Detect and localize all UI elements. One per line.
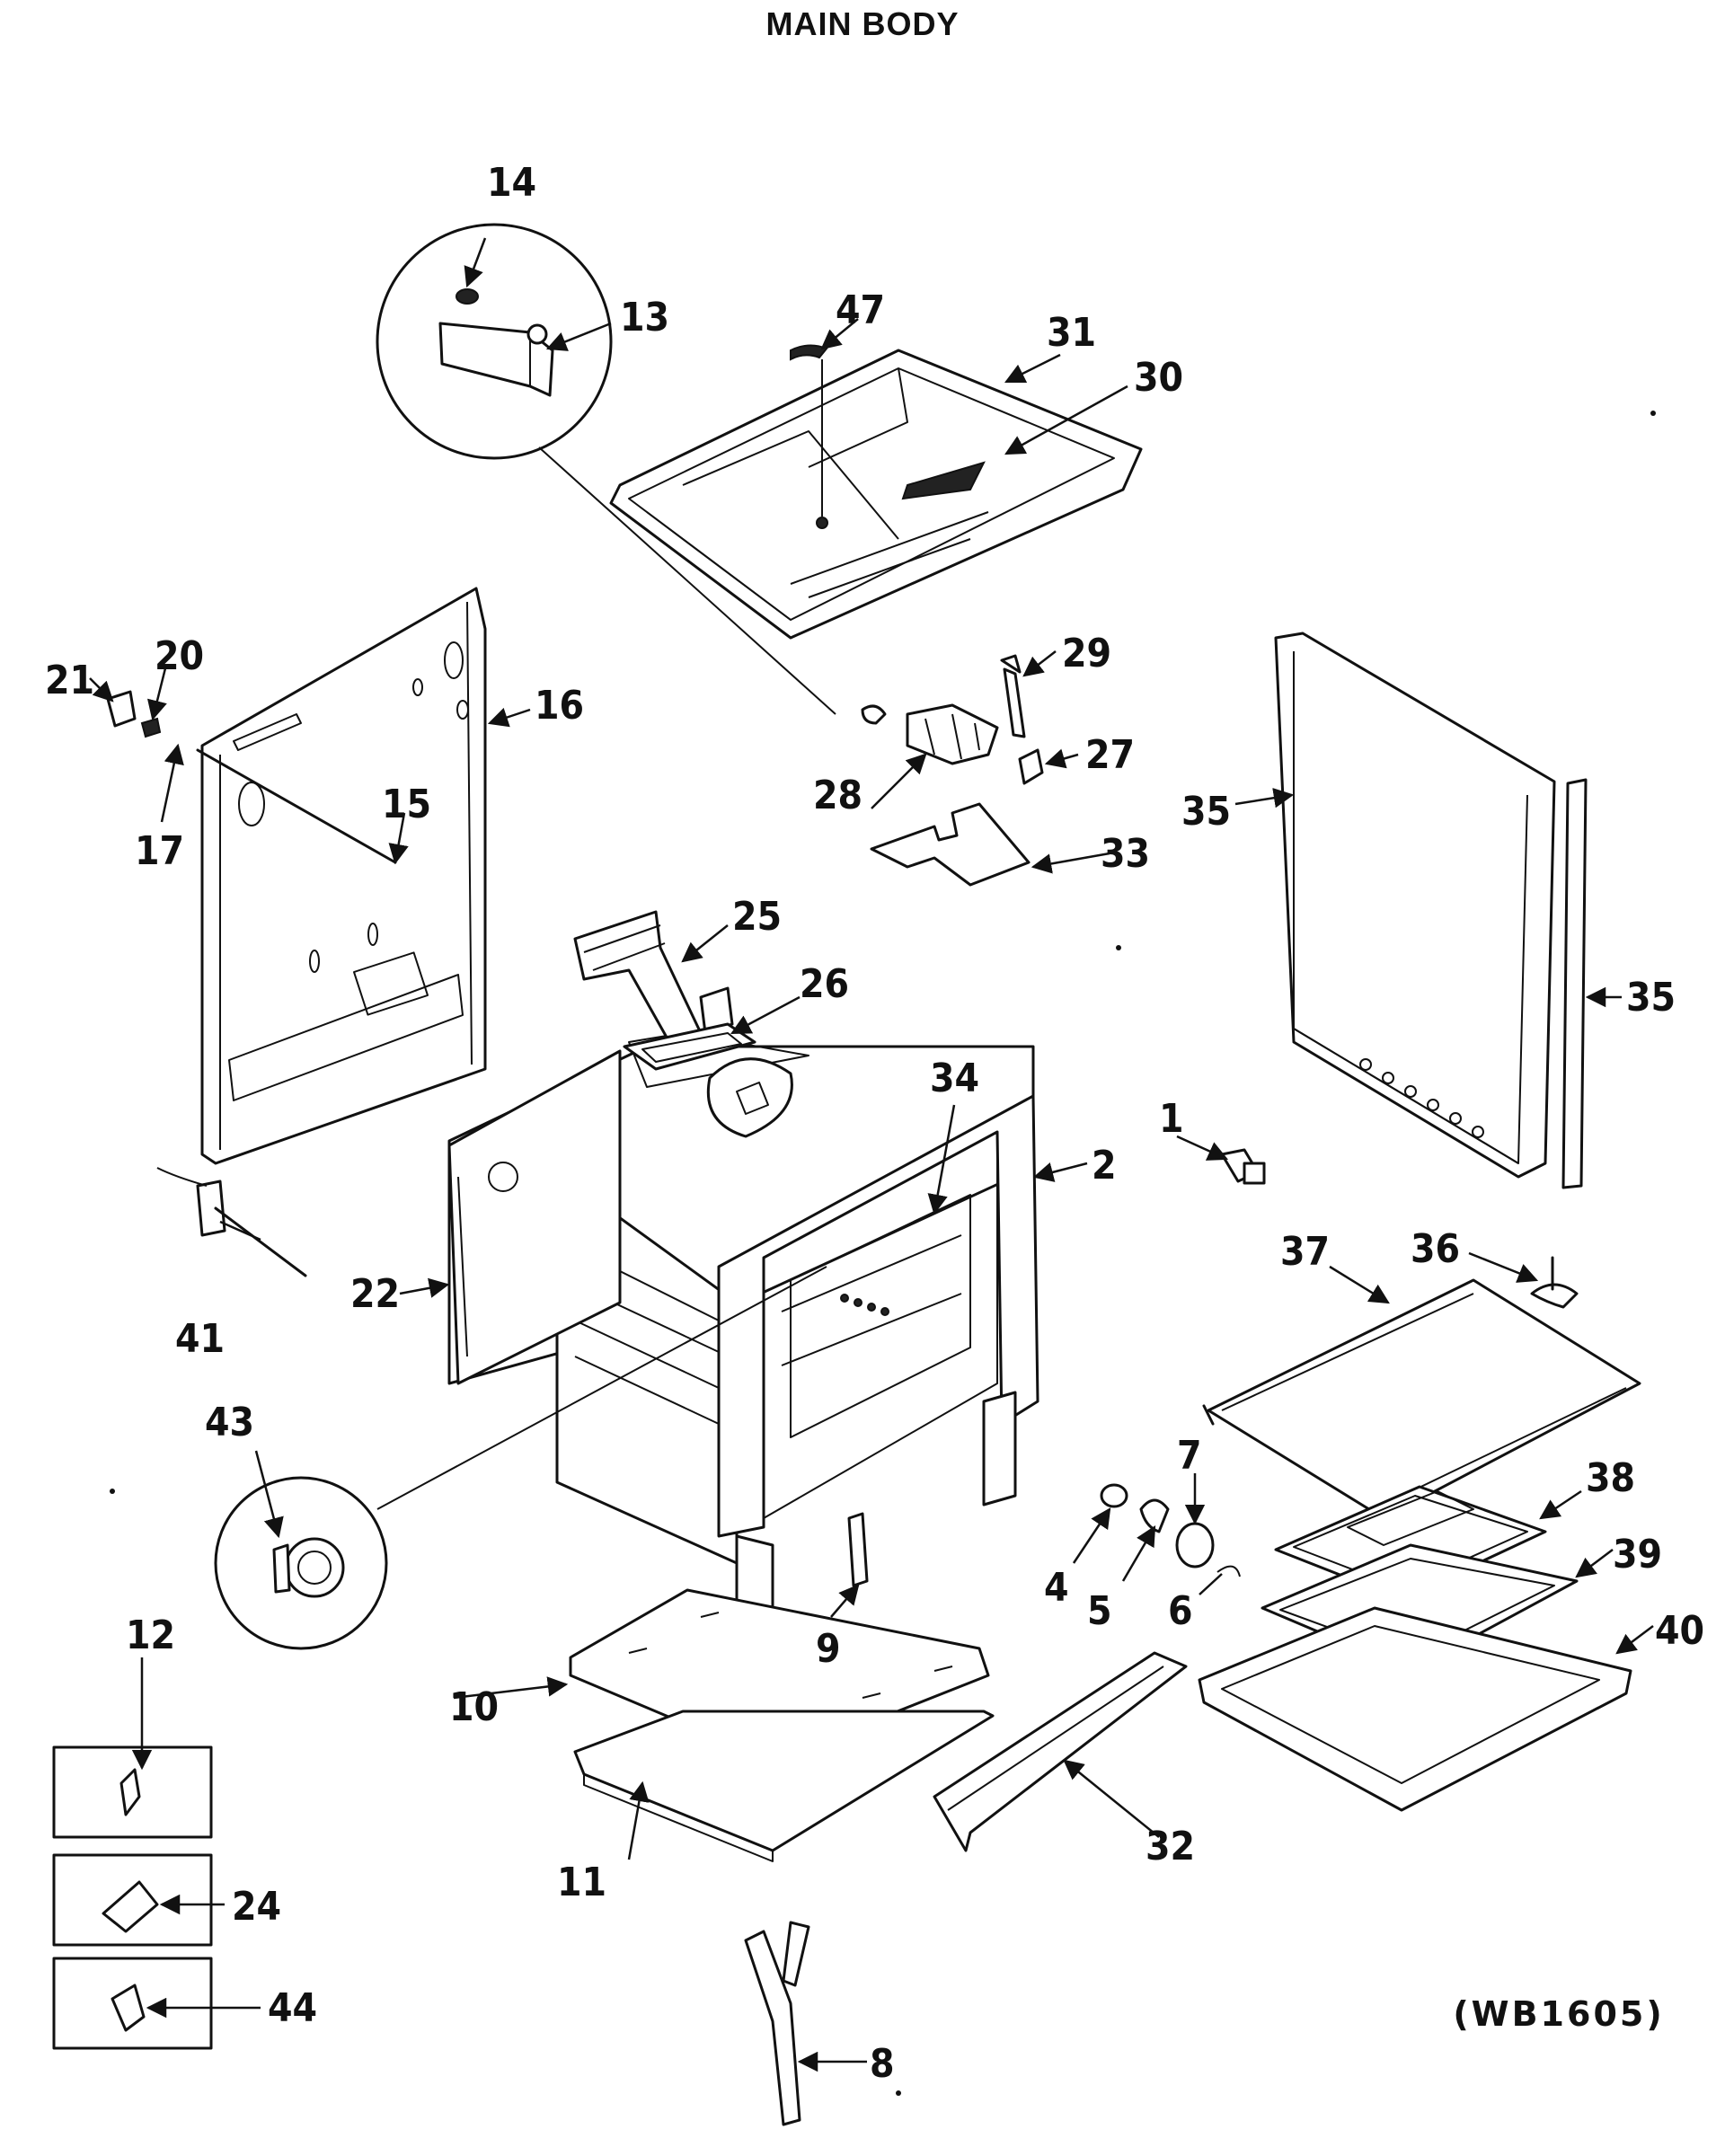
callout-24: 24 xyxy=(232,1884,281,1930)
part-24-panel xyxy=(52,1853,225,1947)
callout-31: 31 xyxy=(1047,310,1096,356)
callout-26: 26 xyxy=(800,961,849,1007)
callout-44: 44 xyxy=(268,1985,317,2031)
callout-35a: 35 xyxy=(1181,789,1231,835)
callout-47: 47 xyxy=(836,287,885,333)
part-21-bracket xyxy=(106,690,137,728)
part-36-leveler xyxy=(1468,1251,1579,1309)
part-5-bulb xyxy=(1139,1498,1170,1533)
part-32-rail xyxy=(933,1651,1188,1852)
part-8-strap xyxy=(744,1921,867,2126)
callout-2: 2 xyxy=(1092,1143,1117,1188)
part-6-wire xyxy=(1216,1565,1241,1577)
part-13-bracket xyxy=(438,322,554,397)
callout-25: 25 xyxy=(732,894,782,940)
part-9-bracket xyxy=(847,1512,869,1587)
detail-circle-43 xyxy=(214,1266,827,1650)
callout-12: 12 xyxy=(126,1613,175,1658)
part-15-rod xyxy=(196,748,397,864)
callout-10: 10 xyxy=(449,1684,499,1730)
part-27-clip xyxy=(1018,748,1044,785)
part-41-sensor xyxy=(156,1167,307,1277)
part-1-knob xyxy=(1176,1135,1266,1185)
part-33-plate xyxy=(870,802,1110,887)
part-35-side-panel xyxy=(1234,632,1622,1189)
part-28-switch xyxy=(861,703,999,809)
part-7-cover xyxy=(1175,1522,1215,1568)
callout-32: 32 xyxy=(1146,1824,1195,1869)
callout-30: 30 xyxy=(1134,355,1183,401)
callout-29: 29 xyxy=(1062,631,1111,676)
callout-41: 41 xyxy=(175,1316,225,1362)
part-25-vent-duct xyxy=(573,910,734,1044)
callout-35b: 35 xyxy=(1626,975,1676,1021)
callout-4: 4 xyxy=(1044,1565,1069,1611)
callout-38: 38 xyxy=(1586,1455,1635,1501)
callout-28: 28 xyxy=(813,773,862,818)
part-11-bottom-pan xyxy=(573,1710,995,1862)
callout-36: 36 xyxy=(1411,1226,1460,1272)
callout-21: 21 xyxy=(45,658,94,703)
callout-39: 39 xyxy=(1613,1532,1662,1577)
callout-37: 37 xyxy=(1280,1229,1330,1275)
page-title: MAIN BODY xyxy=(765,5,960,42)
stray-dot xyxy=(896,2090,901,2096)
callout-34: 34 xyxy=(930,1056,979,1101)
callout-13: 13 xyxy=(620,295,669,340)
callout-17: 17 xyxy=(135,828,184,874)
callout-27: 27 xyxy=(1085,732,1135,778)
callout-6: 6 xyxy=(1168,1588,1193,1634)
callout-8: 8 xyxy=(870,2041,895,2087)
callout-7: 7 xyxy=(1177,1433,1202,1479)
callout-5: 5 xyxy=(1087,1588,1112,1634)
part-29-clip xyxy=(1000,654,1026,738)
part-37-rack xyxy=(1202,1265,1641,1520)
callout-9: 9 xyxy=(816,1626,841,1672)
part-4-socket xyxy=(1100,1483,1128,1508)
callout-16: 16 xyxy=(535,683,584,729)
callout-1: 1 xyxy=(1159,1096,1184,1142)
part-44-panel xyxy=(52,1957,261,2050)
callout-labels: 14 13 47 31 30 29 27 28 33 21 20 16 15 1… xyxy=(45,160,1704,2087)
callout-22: 22 xyxy=(350,1271,400,1317)
diagram-code: (WB1605) xyxy=(1453,1994,1665,2034)
callout-14: 14 xyxy=(487,160,536,206)
stray-dot xyxy=(1650,411,1656,416)
callout-20: 20 xyxy=(155,633,204,679)
callout-43: 43 xyxy=(205,1400,254,1445)
part-47-grommet xyxy=(790,344,828,361)
part-31-cooktop xyxy=(609,318,1143,640)
part-16-side-panel xyxy=(200,587,531,1165)
callout-11: 11 xyxy=(557,1860,606,1905)
stray-dot xyxy=(110,1489,115,1494)
part-14-screw xyxy=(456,288,479,305)
part-20-nut xyxy=(140,717,162,738)
callout-40: 40 xyxy=(1655,1608,1704,1654)
part-12-panel xyxy=(52,1657,213,1839)
part-30-label-plate xyxy=(901,461,986,500)
part-22-side-liner xyxy=(399,1049,622,1385)
part-40-drawer xyxy=(1198,1606,1654,1812)
stray-dot xyxy=(1116,945,1121,950)
part-26-gasket xyxy=(623,995,801,1071)
callout-33: 33 xyxy=(1101,831,1150,877)
callout-15: 15 xyxy=(382,782,431,827)
detail-circle-13-14 xyxy=(376,223,836,715)
